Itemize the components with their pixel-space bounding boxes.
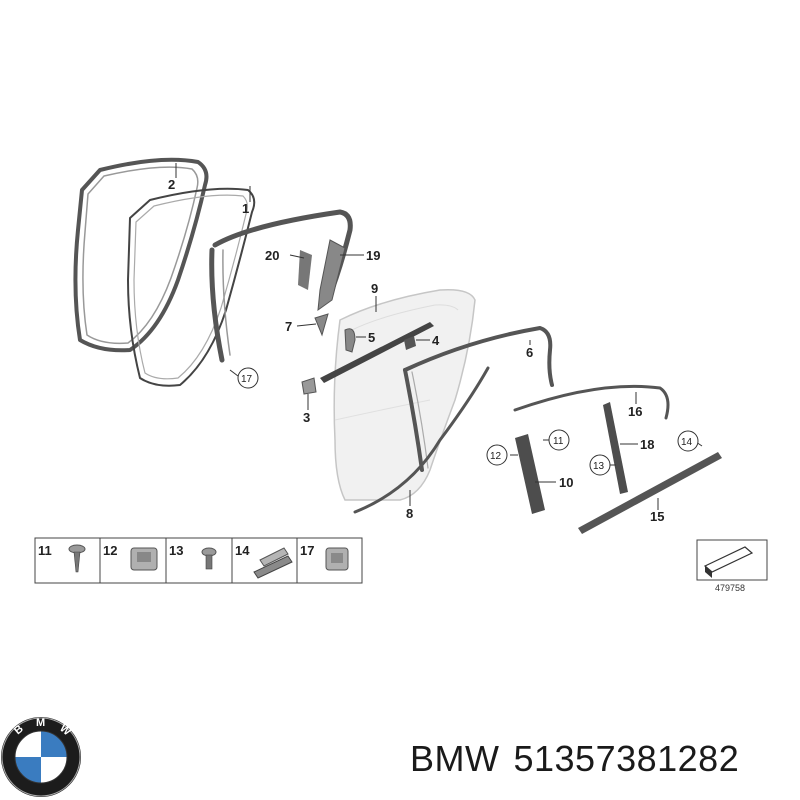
callout-11-circled: 11 <box>548 429 570 451</box>
clip-nut-icon <box>130 547 158 571</box>
part-window-frame-channel <box>209 209 353 363</box>
legend-label-13: 13 <box>169 543 183 558</box>
svg-text:14: 14 <box>681 437 693 448</box>
legend-label-14: 14 <box>235 543 250 558</box>
part-7-cover <box>314 313 329 337</box>
callout-5: 5 <box>368 330 375 345</box>
fastener-legend: 11 12 13 14 17 <box>34 537 363 584</box>
part-9-belt-molding <box>320 322 434 383</box>
screw-icon <box>68 544 86 573</box>
callout-17-circled: 17 <box>237 367 259 389</box>
part-6-window-seal <box>403 326 554 387</box>
callout-15: 15 <box>650 509 664 524</box>
legend-label-12: 12 <box>103 543 117 558</box>
part-2-outer-seal <box>73 157 209 353</box>
part-5-bracket <box>344 328 356 353</box>
bmw-logo-icon: B M W <box>1 717 81 797</box>
callout-16: 16 <box>628 404 642 419</box>
svg-text:13: 13 <box>593 461 605 472</box>
part-caption: BMW 51357381282 <box>410 738 753 780</box>
svg-text:M: M <box>36 717 45 729</box>
callout-10: 10 <box>559 475 573 490</box>
callout-2: 2 <box>168 177 175 192</box>
callout-8: 8 <box>406 506 413 521</box>
short-screw-icon <box>201 547 217 570</box>
callout-1: 1 <box>242 201 249 216</box>
callout-19: 19 <box>366 248 380 263</box>
document-arrow-icon <box>696 539 768 581</box>
part-number: 51357381282 <box>513 738 740 779</box>
callout-3: 3 <box>303 410 310 425</box>
callout-7: 7 <box>285 319 292 334</box>
document-number: 479758 <box>715 583 746 593</box>
callout-9: 9 <box>371 281 378 296</box>
expanding-nut-icon <box>325 547 349 571</box>
edge-clip-icon <box>253 547 293 579</box>
brand-name: BMW <box>410 738 500 779</box>
leader-lines <box>175 163 703 510</box>
part-15-molding-strip <box>578 452 722 534</box>
svg-text:17: 17 <box>241 374 253 385</box>
part-10-pillar-trim <box>515 434 545 514</box>
part-1-inner-seal <box>127 187 256 387</box>
part-3-fastener <box>301 377 317 395</box>
callout-18: 18 <box>640 437 654 452</box>
callout-14-circled: 14 <box>677 430 699 452</box>
part-16-roof-molding <box>513 384 670 420</box>
legend-label-17: 17 <box>300 543 314 558</box>
callout-6: 6 <box>526 345 533 360</box>
legend-label-11: 11 <box>38 543 52 558</box>
callout-12-circled: 12 <box>486 444 508 466</box>
svg-text:12: 12 <box>490 451 502 462</box>
callout-13-circled: 13 <box>589 454 611 476</box>
callout-20: 20 <box>265 248 279 263</box>
callout-4: 4 <box>432 333 440 348</box>
rear-door-panel <box>333 288 476 501</box>
part-18-pillar-strip <box>603 402 628 494</box>
part-4-clip <box>404 336 416 350</box>
part-19-pillar-cover <box>317 239 346 312</box>
part-8-lower-seal <box>353 366 490 514</box>
svg-text:11: 11 <box>553 436 564 447</box>
part-20-trim-strip <box>298 250 312 290</box>
